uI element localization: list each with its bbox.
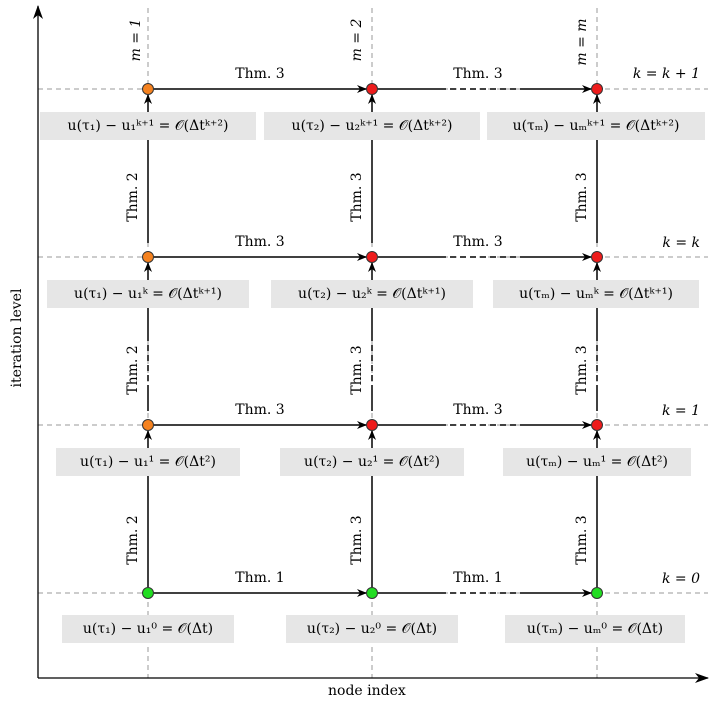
y-axis-label: iteration level — [9, 288, 25, 388]
node-r2-c0 — [142, 419, 154, 431]
h-theorem-r0-b: Thm. 3 — [453, 66, 503, 82]
column-label-m1: m = 1 — [128, 18, 144, 62]
error-label-r2-c1: u(τ₂) − u₂¹ = 𝒪(Δt²) — [280, 448, 464, 476]
error-label-r3-c2: u(τₘ) − uₘ⁰ = 𝒪(Δt) — [505, 615, 685, 643]
x-axis-label: node index — [328, 683, 406, 699]
error-label-r1-c1: u(τ₂) − u₂ᵏ = 𝒪(Δtᵏ⁺¹) — [271, 280, 473, 308]
v-theorem-c1-top: Thm. 3 — [349, 172, 365, 222]
nodes — [142, 83, 603, 599]
h-theorem-r3-b: Thm. 1 — [453, 570, 503, 586]
v-theorem-c1-mid: Thm. 3 — [349, 345, 365, 395]
v-theorem-c1-bot: Thm. 3 — [349, 515, 365, 565]
v-theorem-c2-top: Thm. 3 — [574, 172, 590, 222]
v-theorem-c0-mid: Thm. 2 — [125, 345, 141, 395]
axes — [33, 5, 709, 683]
h-theorem-r0-a: Thm. 3 — [235, 66, 285, 82]
column-label-m2: m = 2 — [349, 18, 365, 62]
node-r2-c2 — [591, 419, 603, 431]
column-label-mm: m = m — [574, 18, 590, 66]
error-label-r2-c2: u(τₘ) − uₘ¹ = 𝒪(Δt²) — [503, 448, 691, 476]
h-theorem-r1-a: Thm. 3 — [235, 234, 285, 250]
node-r0-c1 — [366, 83, 378, 95]
h-theorem-r2-b: Thm. 3 — [453, 402, 503, 418]
error-label-r1-c0: u(τ₁) − u₁ᵏ = 𝒪(Δtᵏ⁺¹) — [47, 280, 249, 308]
h-theorem-r2-a: Thm. 3 — [235, 402, 285, 418]
grid-lines — [38, 8, 708, 678]
v-theorem-c2-bot: Thm. 3 — [574, 515, 590, 565]
node-r3-c1 — [366, 587, 378, 599]
error-label-r3-c1: u(τ₂) − u₂⁰ = 𝒪(Δt) — [286, 615, 458, 643]
node-r1-c0 — [142, 251, 154, 263]
node-r0-c2 — [591, 83, 603, 95]
node-r2-c1 — [366, 419, 378, 431]
row-label-k1: k = 1 — [661, 403, 700, 419]
node-r1-c1 — [366, 251, 378, 263]
node-r3-c0 — [142, 587, 154, 599]
error-label-r0-c0: u(τ₁) − u₁ᵏ⁺¹ = 𝒪(Δtᵏ⁺²) — [40, 112, 256, 140]
node-r3-c2 — [591, 587, 603, 599]
h-theorem-r3-a: Thm. 1 — [235, 570, 285, 586]
v-theorem-c0-bot: Thm. 2 — [125, 515, 141, 565]
error-label-r1-c2: u(τₘ) − uₘᵏ = 𝒪(Δtᵏ⁺¹) — [493, 280, 699, 308]
v-theorem-c0-top: Thm. 2 — [125, 172, 141, 222]
h-theorem-r1-b: Thm. 3 — [453, 234, 503, 250]
error-label-r0-c2: u(τₘ) − uₘᵏ⁺¹ = 𝒪(Δtᵏ⁺²) — [487, 112, 705, 140]
error-label-r0-c1: u(τ₂) − u₂ᵏ⁺¹ = 𝒪(Δtᵏ⁺²) — [264, 112, 480, 140]
node-r1-c2 — [591, 251, 603, 263]
vertical-arrows — [144, 94, 601, 587]
v-theorem-c2-mid: Thm. 3 — [574, 345, 590, 395]
horizontal-arrows — [154, 85, 592, 597]
node-r0-c0 — [142, 83, 154, 95]
row-label-k: k = k — [662, 235, 700, 251]
row-label-kplus1: k = k + 1 — [632, 66, 700, 82]
error-label-r2-c0: u(τ₁) − u₁¹ = 𝒪(Δt²) — [56, 448, 240, 476]
row-label-k0: k = 0 — [661, 571, 700, 587]
error-label-r3-c0: u(τ₁) − u₁⁰ = 𝒪(Δt) — [62, 615, 234, 643]
